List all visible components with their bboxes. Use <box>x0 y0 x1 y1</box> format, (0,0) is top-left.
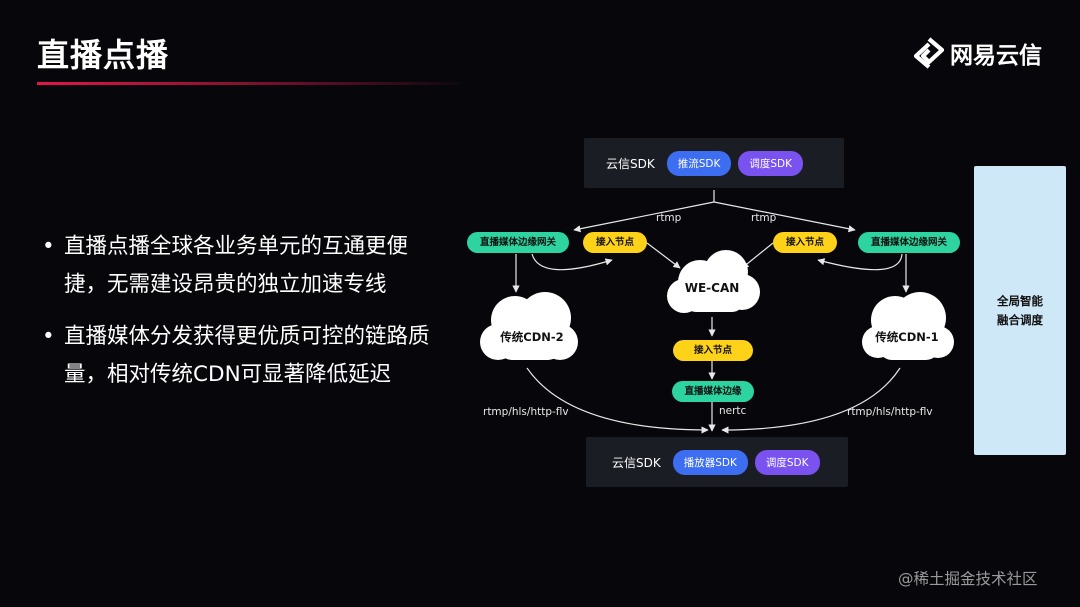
push-sdk-pill: 推流SDK <box>666 150 732 176</box>
sdk-label: 云信SDK <box>606 156 655 171</box>
cdn-1-label: 传统CDN-1 <box>875 330 939 344</box>
watermark: @稀土掘金技术社区 <box>898 570 1038 588</box>
edge-label-flv-right: rtmp/hls/http-flv <box>847 406 933 418</box>
global-scheduling-label: 全局智能融合调度 <box>997 293 1043 327</box>
player-sdk-pill: 播放器SDK <box>672 449 748 475</box>
right-access-node: 接入节点 <box>773 232 837 253</box>
netease-yunxin-logo: 网易云信 <box>912 36 1042 70</box>
edge-label-rtmp-left: rtmp <box>656 212 682 224</box>
bullet-item: • 直播点播全球各业务单元的互通更便捷，无需建设昂贵的独立加速专线 <box>42 228 442 304</box>
connector-line <box>817 253 903 271</box>
edge-label-nertc: nertc <box>719 405 747 417</box>
connector-line <box>721 367 901 434</box>
bullet-list: • 直播点播全球各业务单元的互通更便捷，无需建设昂贵的独立加速专线 直播媒体分发… <box>42 228 442 408</box>
connector-line <box>646 242 681 269</box>
bullet-text: 直播媒体分发获得更优质可控的链路质量，相对传统CDN可显著降低延迟 <box>64 324 430 387</box>
logo-text: 网易云信 <box>950 43 1042 69</box>
top-sdk-box: 云信SDK 推流SDK 调度SDK <box>584 138 844 188</box>
cloud-cdn-1 <box>862 292 954 360</box>
yunxin-logo-icon <box>913 37 945 69</box>
edge-label-rtmp-right: rtmp <box>751 212 777 224</box>
global-scheduling-box: 全局智能融合调度 <box>974 166 1066 455</box>
left-access-node: 接入节点 <box>583 232 647 253</box>
bullet-marker: • <box>42 324 55 349</box>
bullet-text: 直播点播全球各业务单元的互通更便捷，无需建设昂贵的独立加速专线 <box>64 234 409 297</box>
connector-line <box>741 242 774 269</box>
cdn-2-label: 传统CDN-2 <box>500 330 564 344</box>
left-edge-gateway-node: 直播媒体边缘网关 <box>467 232 569 253</box>
dispatch-sdk-pill: 调度SDK <box>738 150 804 176</box>
dispatch-sdk-pill: 调度SDK <box>754 449 820 475</box>
cloud-we-can <box>667 250 760 313</box>
edge-label-flv-left: rtmp/hls/http-flv <box>483 406 569 418</box>
center-edge-node: 直播媒体边缘 <box>672 381 754 402</box>
slide-title: 直播点播 <box>37 36 170 74</box>
connector-line <box>573 201 715 233</box>
bullet-item: 直播媒体分发获得更优质可控的链路质量，相对传统CDN可显著降低延迟 • 直播媒体… <box>42 318 442 394</box>
cloud-cdn-2 <box>480 292 578 360</box>
center-access-node: 接入节点 <box>673 340 753 361</box>
right-edge-gateway-node: 直播媒体边缘网关 <box>858 232 960 253</box>
bottom-sdk-box: 云信SDK 播放器SDK 调度SDK <box>586 437 848 487</box>
we-can-label: WE-CAN <box>684 281 740 295</box>
connector-line <box>526 367 709 434</box>
sdk-label: 云信SDK <box>612 455 661 470</box>
connector-line <box>713 201 856 233</box>
title-underline <box>37 82 462 85</box>
bullet-marker: • <box>42 234 55 259</box>
connector-line <box>531 253 613 271</box>
